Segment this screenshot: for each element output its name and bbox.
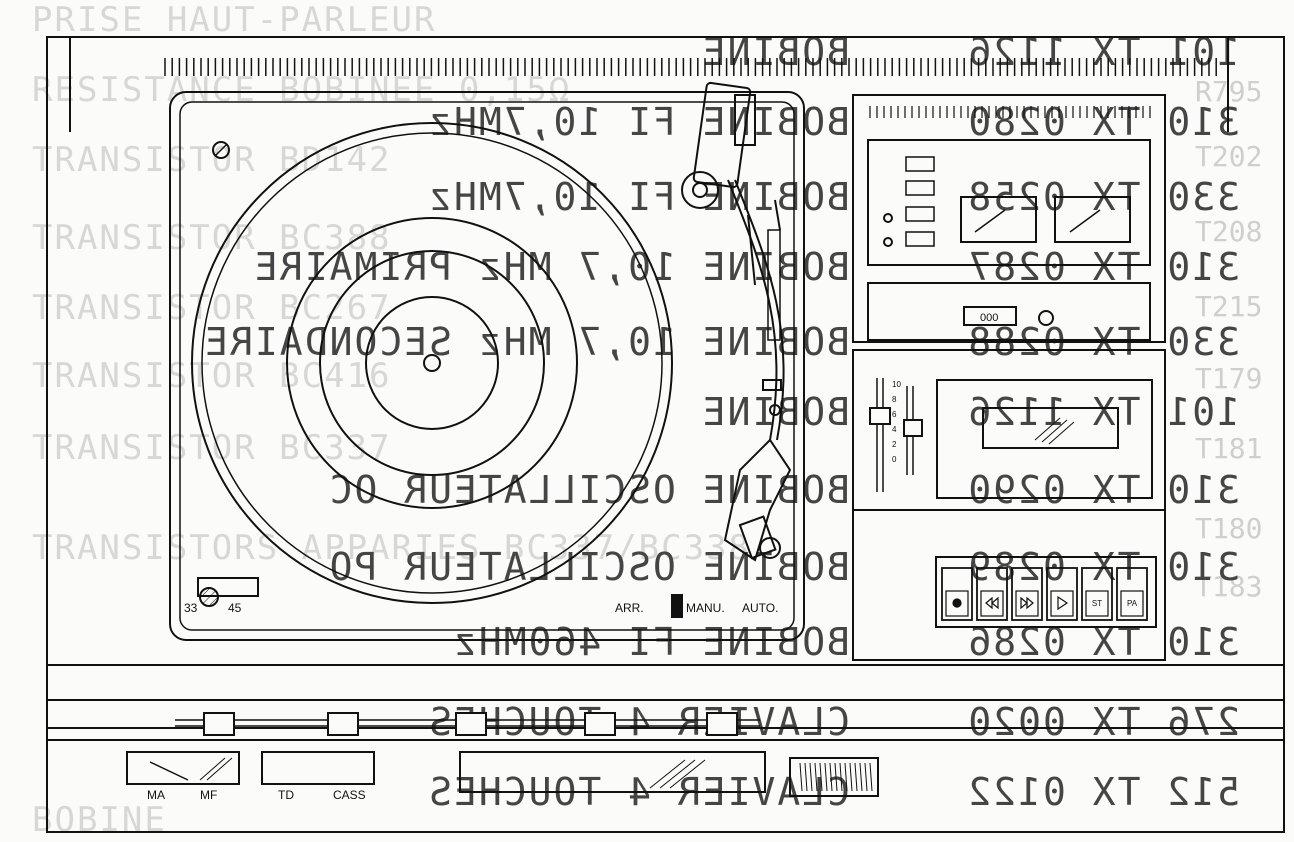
level-scale-tick: 6	[892, 410, 897, 419]
background-part-line: TRANSISTOR BC388	[32, 218, 392, 258]
level-scale: 10 8 6 4 2 0	[892, 380, 901, 464]
speed-selector[interactable]	[197, 577, 259, 597]
pause-button[interactable]: PA	[1116, 567, 1148, 621]
background-part-code: T183	[1195, 570, 1263, 603]
source-indicator	[261, 751, 375, 785]
meter-ma-label: MA	[147, 788, 165, 802]
platter	[191, 122, 673, 604]
background-part-line: TRANSISTOR BC267	[32, 288, 392, 328]
slider-3[interactable]	[455, 712, 487, 736]
tuning-meter-left	[960, 196, 1037, 243]
volume-knob-grip	[799, 762, 873, 792]
background-part-code: T180	[1195, 512, 1263, 545]
background-part-code: T179	[1195, 362, 1263, 395]
source-cass-label: CASS	[333, 788, 366, 802]
signal-meter	[126, 751, 240, 785]
background-part-line: PRISE HAUT-PARLEUR	[32, 0, 437, 40]
rewind-icon	[985, 596, 999, 610]
speed-45-label: 45	[228, 601, 242, 615]
slider-5[interactable]	[706, 712, 738, 736]
tuning-dial	[459, 751, 766, 793]
tonearm[interactable]	[681, 81, 792, 562]
tuning-meter-right	[1054, 196, 1131, 243]
level-scale-tick: 10	[892, 380, 901, 389]
slider-2[interactable]	[327, 712, 359, 736]
record-button[interactable]	[941, 567, 973, 621]
slider-4[interactable]	[584, 712, 616, 736]
rewind-button[interactable]	[976, 567, 1008, 621]
glass-reflection-marks	[199, 417, 1075, 789]
background-part-code: T181	[1195, 432, 1263, 465]
auto-label: AUTO.	[742, 601, 778, 615]
level-scale-tick: 4	[892, 425, 897, 434]
tuner-vent	[869, 106, 1151, 118]
background-part-line: TRANSISTORS APPARIES BC337/BC338	[32, 528, 752, 568]
cabinet-outline	[46, 36, 1285, 833]
counter-reset-button[interactable]	[1038, 310, 1054, 326]
screw-icon	[212, 141, 230, 159]
level-slider-left[interactable]	[869, 407, 891, 425]
background-part-line: RESISTANCE BOBINEE 0,15Ω	[32, 70, 572, 110]
counter-value: 000	[980, 312, 998, 324]
speed-33-label: 33	[184, 601, 198, 615]
stop-label: ST	[1092, 599, 1102, 608]
background-part-code: T215	[1195, 290, 1263, 323]
slider-1[interactable]	[203, 712, 235, 736]
spindle	[423, 354, 441, 372]
manu-label: MANU.	[686, 601, 725, 615]
cassette-deck	[852, 349, 1166, 661]
meter-mf-label: MF	[200, 788, 217, 802]
record-label-ring	[286, 217, 578, 509]
level-scale-tick: 2	[892, 440, 897, 449]
turntable-plinth	[169, 91, 805, 641]
tape-counter	[963, 306, 1017, 326]
transport-buttons: ST PA	[941, 567, 1148, 621]
dust-cover-ridge	[164, 58, 1217, 76]
volume-knob[interactable]	[789, 757, 879, 797]
pause-label: PA	[1127, 599, 1138, 608]
background-part-line: BOBINE	[32, 800, 167, 840]
level-scale-tick: 8	[892, 395, 897, 404]
record-icon	[952, 598, 962, 608]
background-part-line: TRANSISTOR BC416	[32, 356, 392, 396]
arr-label: ARR.	[615, 601, 644, 615]
cassette-door[interactable]	[936, 379, 1153, 499]
stop-button[interactable]: ST	[1081, 567, 1113, 621]
mode-lever[interactable]	[671, 594, 683, 618]
source-td-label: TD	[278, 788, 294, 802]
play-button[interactable]	[1046, 567, 1078, 621]
level-scale-tick: 0	[892, 455, 897, 464]
fast-forward-icon	[1020, 596, 1034, 610]
tuner-panel	[852, 94, 1166, 343]
background-part-line: TRANSISTOR BC337	[32, 428, 392, 468]
background-part-code: T202	[1195, 140, 1263, 173]
background-part-code: T208	[1195, 215, 1263, 248]
fast-forward-button[interactable]	[1011, 567, 1043, 621]
play-icon	[1057, 595, 1069, 611]
level-slider-right[interactable]	[903, 419, 923, 437]
